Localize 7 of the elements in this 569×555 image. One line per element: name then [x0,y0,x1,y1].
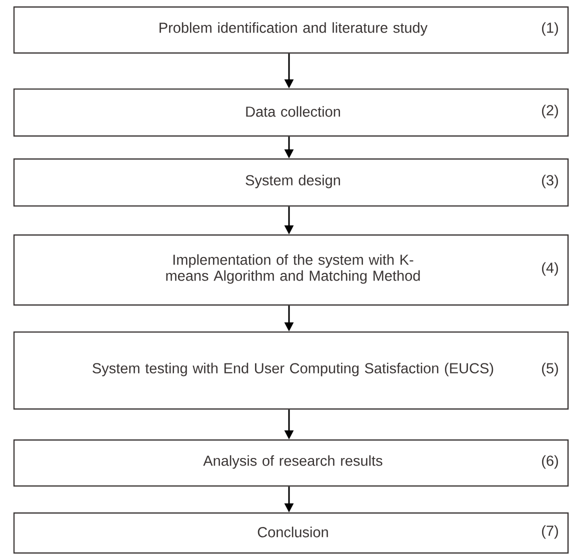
process-box: Conclusion (7) [13,512,569,554]
process-box: Data collection (2) [13,88,569,137]
process-box: Implementation of the system with K-means Algorithm and Matching Method (4) [13,234,569,306]
process-box: Analysis of research results (6) [13,439,569,487]
process-box: System design (3) [13,158,569,207]
process-box: Problem identification and literature study (1) [13,6,569,54]
process-box: System testing with End User Computing Satisfaction (EUCS) (5) [13,331,569,410]
